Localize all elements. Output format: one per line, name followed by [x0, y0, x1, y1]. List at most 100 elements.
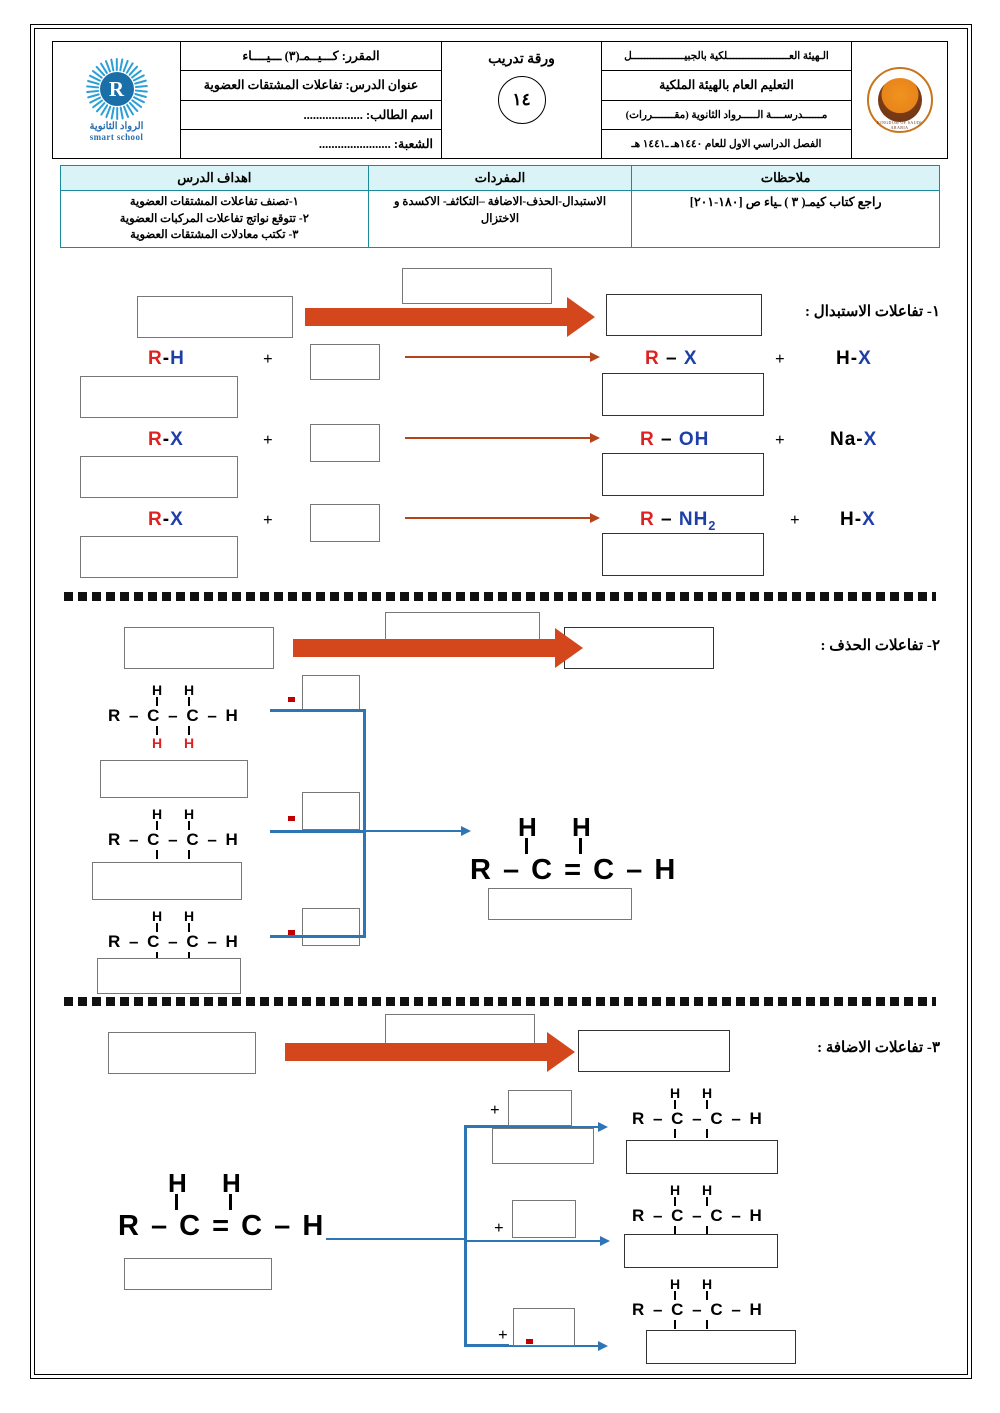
- arrow-shaft: [293, 639, 555, 657]
- structure-chain: R – C – C – H: [108, 932, 240, 951]
- arrow-line: [500, 1345, 599, 1348]
- answer-box-s2-reagent-1[interactable]: [302, 675, 360, 711]
- answer-box-s3-reagent-1-note[interactable]: [492, 1128, 594, 1164]
- logo-ray: [85, 84, 99, 89]
- answer-box-s1-row3-right[interactable]: [602, 533, 764, 576]
- blue-connector-branch-bottom: [464, 1344, 509, 1347]
- emblem-inner: [877, 78, 922, 122]
- student-name-field[interactable]: اسم الطالب: ...................: [181, 101, 441, 130]
- logo-ray: [118, 106, 124, 120]
- arrow-head: [461, 826, 471, 836]
- answer-box-s2-structure-1[interactable]: [100, 760, 248, 798]
- answer-box-s1-row1-left[interactable]: [80, 376, 238, 418]
- answer-box-s3-product-3[interactable]: [646, 1330, 796, 1364]
- answer-box-s3-reagent-2[interactable]: [512, 1200, 576, 1238]
- answer-box-s2-structure-3[interactable]: [97, 958, 241, 994]
- answer-box-s3-reagent-3[interactable]: [513, 1308, 575, 1346]
- arrow-head: [590, 433, 600, 443]
- big-arrow-elimination: [293, 628, 583, 668]
- worksheet-title: ورقة تدريب: [488, 52, 555, 67]
- minus-marker-1: [288, 697, 295, 702]
- arrow-head: [555, 628, 583, 668]
- answer-box-s1-row1-right[interactable]: [602, 373, 764, 416]
- section-title-elimination: ٢- تفاعلات الحذف :: [820, 638, 940, 654]
- column-header-vocabulary: المفردات: [367, 165, 633, 191]
- formula-s1-product-2: R – OH: [640, 429, 710, 450]
- answer-box-s1-reagent-3[interactable]: [310, 504, 380, 542]
- logo-ray: [115, 58, 118, 71]
- blue-connector-vertical: [363, 709, 366, 938]
- worksheet-number-badge: ١٤: [497, 76, 546, 124]
- structure-chain: R – C – C – H: [632, 1206, 764, 1225]
- structure-top-bonds: [108, 923, 240, 932]
- structure-bottom-bonds: [632, 1129, 764, 1138]
- structure-top-bonds: [470, 838, 677, 854]
- plus-s1-row3-b: +: [790, 510, 800, 529]
- structure-top-bonds: [108, 697, 240, 706]
- structure-bottom-bonds: [108, 726, 240, 735]
- logo-ray: [134, 84, 148, 89]
- answer-box-s2-structure-2[interactable]: [92, 862, 242, 900]
- answer-box-s3-reactant[interactable]: [124, 1258, 272, 1290]
- blue-connector-branch-top: [464, 1125, 509, 1128]
- answer-box-s1-over-arrow[interactable]: [402, 268, 552, 304]
- formula-s1-byproduct-1: H-X: [836, 348, 872, 369]
- arrow-line: [405, 356, 591, 359]
- answer-box-s1-reagent-1[interactable]: [310, 344, 380, 380]
- structure-chain: R – C = C – H: [470, 854, 678, 886]
- cell-objectives: ١-تصنف تفاعلات المشتقات العضوية ٢- تتوقع…: [60, 189, 369, 249]
- arrow-line: [500, 1126, 599, 1129]
- section-title-addition: ٣- تفاعلات الاضافة :: [817, 1040, 940, 1056]
- logo-name-arabic: الرواد الثانوية: [89, 121, 144, 132]
- objectives-table: ملاحظات المفردات اهداف الدرس راجع كتاب ك…: [60, 165, 940, 249]
- arrow-line: [363, 830, 462, 833]
- answer-box-s2-product[interactable]: [488, 888, 632, 920]
- answer-box-s2-reagent-2[interactable]: [302, 792, 360, 830]
- formula-s1-reactant-3: R-X: [148, 509, 184, 530]
- objective-item-2: ٢- تتوقع نواتج تفاعلات المركبات العضوية: [119, 212, 309, 225]
- answer-box-s1-left[interactable]: [137, 296, 293, 338]
- formula-s1-product-1: R – X: [645, 348, 698, 369]
- answer-box-s1-row2-right[interactable]: [602, 453, 764, 496]
- header-lesson-title: عنوان الدرس: تفاعلات المشتقات العضوية: [181, 71, 441, 101]
- arrow-line: [405, 517, 591, 520]
- answer-box-s3-left[interactable]: [108, 1032, 256, 1074]
- answer-box-s2-over-arrow[interactable]: [385, 612, 540, 644]
- answer-box-s3-product-1[interactable]: [626, 1140, 778, 1174]
- structure-top-bonds: [118, 1194, 325, 1210]
- big-arrow-substitution: [305, 297, 595, 337]
- answer-box-s2-left[interactable]: [124, 627, 274, 669]
- section-divider-1: [64, 592, 936, 601]
- blue-arrow-addition-1: [500, 1122, 608, 1132]
- answer-box-s1-row2-left[interactable]: [80, 456, 238, 498]
- logo-burst-rays: R: [85, 58, 148, 120]
- answer-box-s1-row3-left[interactable]: [80, 536, 238, 578]
- formula-s1-reactant-2: R-X: [148, 429, 184, 450]
- structure-top-bonds: [108, 821, 240, 830]
- column-header-objectives: اهداف الدرس: [60, 165, 369, 191]
- plus-s1-row3: +: [263, 510, 273, 529]
- answer-box-s3-reagent-1[interactable]: [508, 1090, 572, 1126]
- answer-box-s2-reagent-3[interactable]: [302, 908, 360, 946]
- answer-box-s3-right[interactable]: [578, 1030, 730, 1072]
- answer-box-s3-product-2[interactable]: [624, 1234, 778, 1268]
- header-course-rows: المقرر: كـــيــمـ(٣) ـــيــــاء عنوان ال…: [181, 42, 441, 158]
- answer-box-s1-right[interactable]: [606, 294, 762, 336]
- minus-marker-3: [288, 930, 295, 935]
- structure-chain: R – C = C – H: [118, 1210, 326, 1242]
- answer-box-s1-reagent-2[interactable]: [310, 424, 380, 462]
- formula-s1-byproduct-2: Na-X: [830, 429, 878, 450]
- section-field[interactable]: الشعبة: .......................: [318, 136, 433, 151]
- plus-s1-row1: +: [263, 349, 273, 368]
- reaction-arrow-s1-row1: [405, 352, 600, 362]
- header-school-name: مــــــدرســــة الـــــرواد الثانوية (مق…: [602, 101, 851, 130]
- plus-s1-row1-b: +: [775, 349, 785, 368]
- cell-vocabulary: الاستبدال-الحذف-الاضافة –التكاثفـ- الاكس…: [367, 189, 633, 249]
- answer-box-s2-right[interactable]: [564, 627, 714, 669]
